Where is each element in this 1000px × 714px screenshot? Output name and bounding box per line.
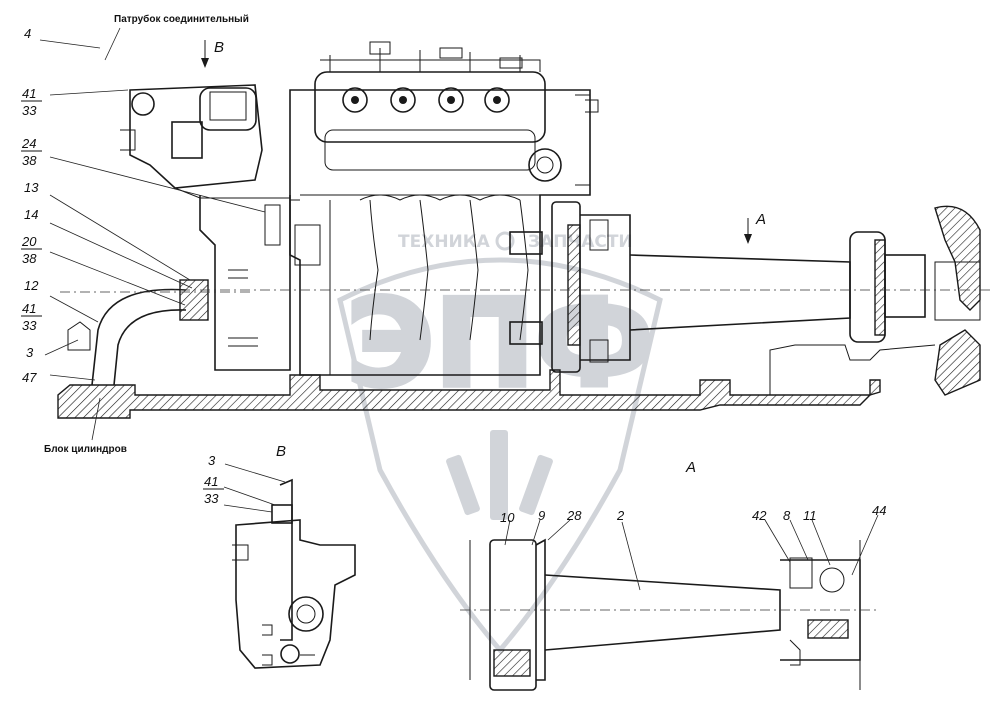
callout-14: 14: [24, 207, 38, 222]
view-a-callout-44: 44: [872, 503, 886, 518]
right-housing-wall: [934, 205, 981, 311]
callout-4: 4: [24, 26, 31, 41]
view-a-callout-11: 11: [803, 508, 817, 523]
callout-3: 3: [26, 345, 34, 360]
callout-24: 24: [21, 136, 36, 151]
watermark-gear-icon: [495, 231, 515, 251]
cardan-shaft: [629, 231, 981, 343]
right-frame-outline: [769, 344, 936, 395]
view-b-callout-41: 41: [204, 474, 218, 489]
left-accessory: [120, 84, 291, 371]
callout-41-top: 41: [22, 86, 36, 101]
view-a-title: А: [685, 459, 696, 476]
callout-33-top: 33: [22, 103, 37, 118]
view-a-detail: А 10 9 28 2 42 8 11 44: [460, 459, 886, 691]
view-arrow-b: В: [201, 39, 224, 68]
view-a-callout-28: 28: [566, 508, 582, 523]
pump-plungers: [342, 87, 510, 113]
main-leader-lines: [39, 27, 266, 441]
callout-38-mid: 38: [22, 251, 37, 266]
view-b-callout-3: 3: [208, 453, 216, 468]
watermark-logo-letters: ЭПФ: [346, 275, 654, 414]
block-ribs: [290, 194, 540, 375]
view-a-callout-9: 9: [538, 508, 545, 523]
fuel-pump: [314, 41, 546, 171]
cylinder-block-base: [57, 369, 881, 419]
pump-side-fitting: [528, 94, 599, 186]
view-a-callout-10: 10: [500, 510, 515, 525]
flywheel-assembly: [509, 201, 631, 373]
main-callouts: 4 41 33 24 38 13 14 20 38 12 41 33 3 47: [21, 26, 42, 385]
main-assembly: В А: [39, 27, 990, 441]
watermark: ЭПФ ТЕХНИКА ЗАПЧАСТИ: [337, 231, 663, 654]
view-a-callout-8: 8: [783, 508, 791, 523]
callout-33-mid: 33: [22, 318, 37, 333]
callout-20: 20: [21, 234, 37, 249]
view-b-callout-33: 33: [204, 491, 219, 506]
coolant-pipe: [67, 279, 209, 386]
callout-41-mid: 41: [22, 301, 36, 316]
left-bolts: [228, 204, 321, 347]
callout-12: 12: [24, 278, 39, 293]
view-a-callout-42: 42: [752, 508, 767, 523]
callout-38-top: 38: [22, 153, 37, 168]
view-a-callout-2: 2: [616, 508, 625, 523]
caption-cylinder-block: Блок цилиндров: [44, 444, 127, 455]
watermark-brand-left: ТЕХНИКА: [398, 232, 491, 252]
callout-13: 13: [24, 180, 39, 195]
view-b-title: В: [276, 443, 286, 460]
right-housing-lower: [934, 329, 981, 396]
watermark-shield: [337, 257, 663, 654]
view-arrow-a: А: [744, 211, 766, 244]
view-b-detail: В 3 41 33: [203, 443, 356, 669]
watermark-wheat-icon: [446, 430, 553, 520]
view-arrow-b-label: В: [214, 39, 224, 56]
caption-connector-pipe: Патрубок соединительный: [114, 13, 249, 25]
callout-47: 47: [22, 370, 37, 385]
view-arrow-a-label: А: [755, 211, 766, 228]
